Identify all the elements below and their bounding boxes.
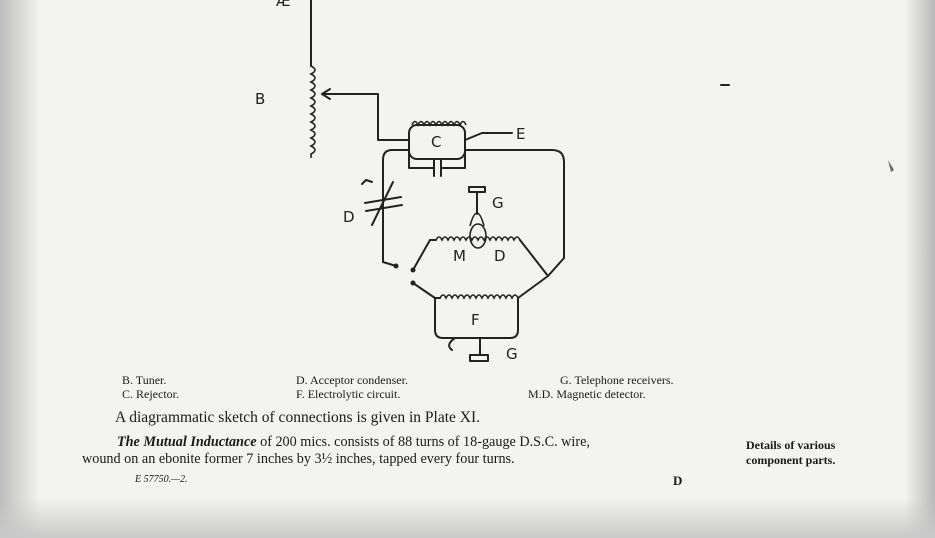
rejector-coil	[411, 120, 467, 128]
magnetic-detector-coil	[435, 236, 521, 242]
electrolytic-loop	[434, 297, 519, 339]
left-loop-wire	[382, 149, 410, 263]
margin-note-line-1: Details of various	[746, 438, 836, 452]
mutual-inductance-line-2: wound on an ebonite former 7 inches by 3…	[82, 451, 515, 467]
margin-note: Details of various component parts.	[746, 438, 835, 468]
detector-winding	[469, 223, 487, 249]
signature-letter: D	[673, 473, 683, 488]
switch-arm	[382, 261, 397, 267]
earth-label: E	[516, 125, 525, 143]
circuit-diagram: Æ B C E D M D G F G	[255, 0, 894, 363]
mutual-inductance-line-1: The Mutual Inductance of 200 mics. consi…	[82, 434, 737, 451]
telephone-lower-lead	[448, 337, 456, 351]
earth-lead	[464, 132, 513, 141]
mutual-inductance-heading: The Mutual Inductance	[117, 434, 257, 450]
plate-reference: A diagrammatic sketch of connections is …	[115, 409, 481, 426]
rejector-condenser-wire-left	[408, 147, 435, 169]
acceptor-arrowhead	[361, 179, 373, 185]
tuner-coil	[309, 65, 316, 158]
telephone-lower-label: G	[506, 345, 518, 363]
telephone-upper-label: G	[492, 194, 504, 212]
telephone-upper-leads	[469, 212, 485, 227]
tuner-tap-wire	[321, 93, 409, 141]
acceptor-plate-1	[364, 196, 402, 204]
rejector-box	[408, 124, 466, 160]
mutual-inductance-paragraph: The Mutual Inductance of 200 mics. consi…	[82, 434, 737, 468]
detector-wire-right	[519, 239, 549, 277]
legend-d: D. Acceptor condenser.	[296, 373, 408, 387]
rejector-label: C	[431, 133, 441, 151]
signature-reference: E 57750.—2.	[135, 474, 188, 485]
legend-md: M.D. Magnetic detector.	[528, 387, 646, 401]
margin-note-line-2: component parts.	[746, 453, 836, 467]
mutual-inductance-text: of 200 mics. consists of 88 turns of 18-…	[256, 434, 590, 450]
detector-label-d: D	[494, 247, 506, 265]
legend-g: G. Telephone receivers.	[560, 373, 674, 387]
electrolytic-wire-left	[412, 282, 441, 299]
detector-label-m: M	[453, 247, 466, 265]
telephone-lower-earpiece	[469, 354, 489, 362]
legend-c: C. Rejector.	[122, 387, 179, 401]
electrolytic-label: F	[471, 311, 480, 329]
tuner-tap-arrowhead	[321, 88, 331, 100]
electrolytic-coil	[439, 294, 519, 300]
legend-b: B. Tuner.	[122, 373, 167, 387]
detector-wire-left	[412, 239, 437, 271]
acceptor-label: D	[343, 208, 355, 226]
legend-f: F. Electrolytic circuit.	[296, 387, 401, 401]
stray-smudge	[888, 160, 894, 172]
page-shadow-right	[905, 0, 935, 538]
right-loop-wire	[464, 149, 565, 277]
acceptor-plate-2	[365, 204, 403, 212]
rejector-condenser-wire-right	[440, 147, 466, 169]
acceptor-variable-arrow	[371, 181, 394, 226]
page-shadow-bottom	[0, 498, 935, 538]
aerial-label: Æ	[276, 0, 291, 10]
electrolytic-wire-right	[517, 275, 549, 299]
tuner-label: B	[255, 90, 265, 108]
page-shadow-left	[0, 0, 40, 538]
